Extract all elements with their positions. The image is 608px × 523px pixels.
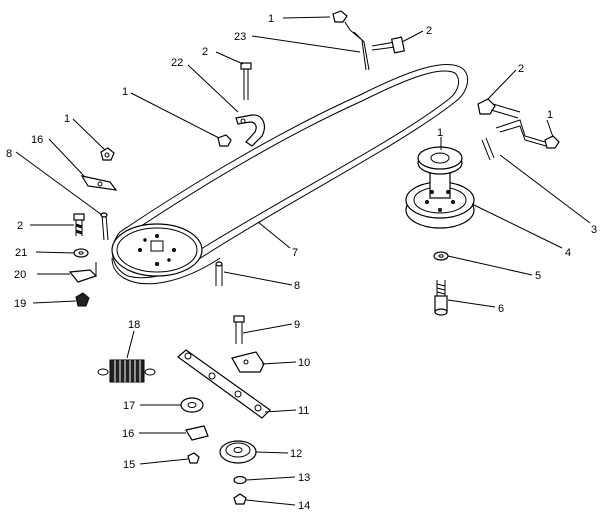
- callout-20: 20: [14, 269, 26, 281]
- callout-19: 19: [14, 298, 26, 310]
- nut-1-right: [544, 135, 560, 149]
- callout-11: 11: [298, 405, 309, 417]
- arm-11: [177, 349, 271, 419]
- callout-1: 1: [122, 86, 128, 98]
- callout-1: 1: [547, 109, 553, 121]
- callout-21: 21: [15, 247, 27, 259]
- rod-23: [344, 21, 370, 71]
- washer-13: [233, 475, 247, 485]
- crank-rod-3: [481, 119, 547, 161]
- callout-8: 8: [294, 280, 300, 292]
- callout-18: 18: [128, 319, 140, 331]
- bolt-2-right: [477, 98, 521, 119]
- callout-8: 8: [6, 148, 12, 160]
- callout-2: 2: [426, 25, 432, 37]
- callout-17: 17: [123, 400, 135, 412]
- washer-21: [73, 248, 89, 258]
- callout-2: 2: [202, 46, 208, 58]
- callout-14: 14: [298, 500, 310, 512]
- callout-3: 3: [591, 224, 597, 236]
- bracket-10: [231, 351, 265, 373]
- callout-6: 6: [498, 303, 504, 315]
- pulley-17: [180, 397, 204, 413]
- callout-12: 12: [290, 448, 302, 460]
- callout-7: 7: [292, 247, 298, 259]
- callout-2: 2: [17, 220, 23, 232]
- pulley-12: [219, 440, 257, 464]
- bolt-2-top: [371, 36, 406, 54]
- callout-22: 22: [171, 57, 183, 69]
- callout-10: 10: [298, 357, 310, 369]
- washer-5: [433, 251, 449, 261]
- bracket-20: [68, 262, 98, 283]
- callout-4: 4: [565, 247, 571, 259]
- bracket-22: [235, 114, 265, 147]
- callout-1: 1: [437, 127, 443, 139]
- callout-labels: 1 2 23 2 22 2 1 1 16 8 1 1 3 4 7 2 21 20…: [6, 13, 597, 512]
- pin-8-right: [215, 261, 223, 286]
- bolt-9: [233, 315, 245, 344]
- nut-1-left: [100, 147, 115, 161]
- leader-lines: [15, 16, 591, 506]
- callout-16: 16: [31, 134, 43, 146]
- nut-19: [75, 292, 90, 307]
- pulley-4: [405, 146, 475, 229]
- callout-16: 16: [122, 428, 134, 440]
- callout-9: 9: [294, 319, 300, 331]
- bracket-16-bottom: [185, 425, 209, 441]
- bolt-2-mid: [240, 62, 252, 100]
- bolt-2-left: [73, 213, 85, 236]
- callout-1: 1: [64, 113, 70, 125]
- nut-1-top: [332, 10, 348, 23]
- callout-23: 23: [234, 31, 246, 43]
- callout-15: 15: [123, 459, 135, 471]
- nut-15: [187, 452, 200, 464]
- spring-18: [97, 359, 156, 383]
- bolt-6: [434, 280, 448, 316]
- bracket-16-left: [80, 175, 118, 191]
- callout-5: 5: [535, 270, 541, 282]
- callout-1: 1: [268, 13, 274, 25]
- pin-8-left: [100, 212, 109, 241]
- callout-2: 2: [518, 63, 524, 75]
- nut-14: [233, 493, 247, 505]
- callout-13: 13: [298, 472, 310, 484]
- left-pulley: [111, 223, 203, 277]
- nut-1-mid: [217, 134, 232, 147]
